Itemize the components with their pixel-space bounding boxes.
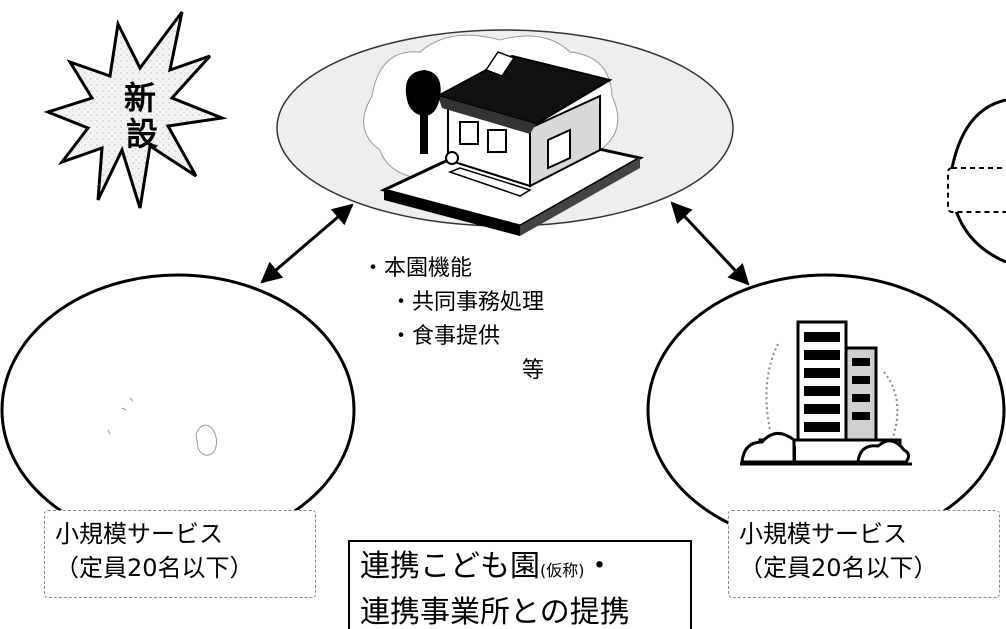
function-item: ・食事提供 <box>390 324 501 349</box>
center-caption-box: 連携こども園(仮称)・ 連携事業所との提携 <box>348 540 692 629</box>
starburst-badge <box>43 11 228 209</box>
left-facility-line2: （定員20名以下） <box>55 554 254 582</box>
arrow-left-link <box>260 203 354 284</box>
badge-char-2: 設 <box>126 115 159 153</box>
arrow-right-link <box>670 201 750 286</box>
caption-end: ・ <box>584 549 615 584</box>
functions-etc: 等 <box>522 358 545 383</box>
caption-note: (仮称) <box>540 561 585 580</box>
far-right-dashed-box <box>947 167 1006 213</box>
function-item: ・共同事務処理 <box>390 290 545 315</box>
left-faint-illustration <box>107 397 218 456</box>
right-facility-line1: 小規模サービス <box>739 520 907 548</box>
house-icon <box>363 34 645 236</box>
functions-title: ・本園機能 <box>362 256 473 281</box>
caption-line2: 連携事業所との提携 <box>360 595 630 629</box>
badge-char-1: 新 <box>124 79 157 117</box>
right-facility-label: 小規模サービス （定員20名以下） <box>728 510 1000 598</box>
apartment-building-icon <box>740 320 912 466</box>
left-facility-circle <box>0 273 356 547</box>
left-facility-line1: 小規模サービス <box>55 520 223 548</box>
left-facility-label: 小規模サービス （定員20名以下） <box>44 510 316 598</box>
right-facility-line2: （定員20名以下） <box>739 554 938 582</box>
caption-main: 連携こども園 <box>360 549 540 584</box>
caption-line1: 連携こども園(仮称)・ <box>360 546 680 592</box>
main-functions-list: ・本園機能 ・共同事務処理 ・食事提供 等 <box>362 252 544 388</box>
